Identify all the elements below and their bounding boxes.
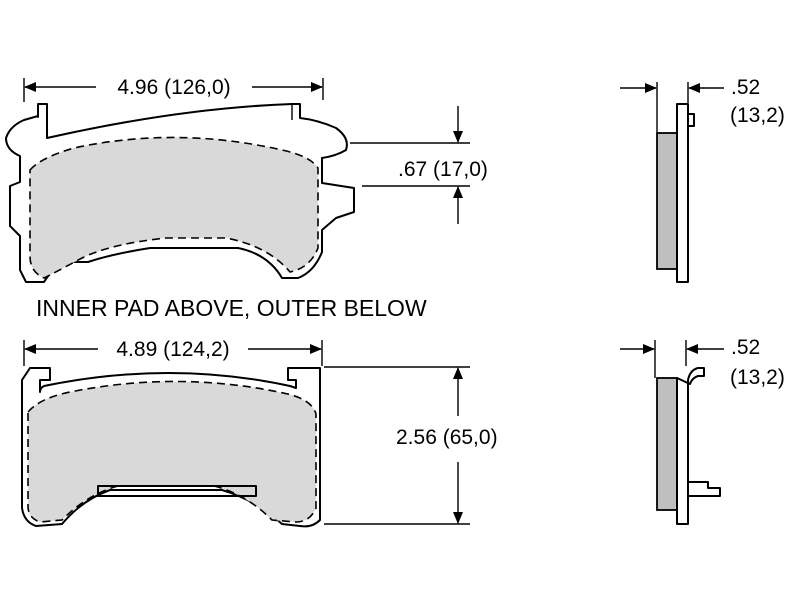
inner-side-tab bbox=[687, 113, 695, 127]
inner-side-friction bbox=[656, 132, 678, 270]
inner-pad-front-view bbox=[5, 103, 355, 283]
outer-pad-backing-plate bbox=[21, 367, 321, 528]
top-thickness-dimension: .67 (17,0) bbox=[350, 106, 488, 224]
bottom-width-dimension: 4.89 (124,2) bbox=[23, 338, 323, 366]
inner-pad-friction-material bbox=[29, 136, 319, 279]
bottom-width-label: 4.89 (124,2) bbox=[116, 338, 229, 361]
top-width-label: 4.96 (126,0) bbox=[117, 76, 230, 99]
outer-side-backing bbox=[676, 367, 705, 525]
outer-side-label-inch: .52 bbox=[731, 336, 760, 359]
bottom-height-dimension: 2.56 (65,0) bbox=[324, 366, 498, 525]
inner-side-backing bbox=[676, 103, 689, 283]
outer-side-friction bbox=[656, 377, 678, 511]
outer-pad-friction-material bbox=[27, 380, 317, 523]
inner-pad-side-view: .52 (13,2) bbox=[620, 76, 785, 283]
top-width-dimension: 4.96 (126,0) bbox=[23, 76, 324, 102]
outer-side-label-mm: (13,2) bbox=[730, 366, 785, 389]
pad-caption: INNER PAD ABOVE, OUTER BELOW bbox=[36, 295, 427, 321]
inner-side-label-mm: (13,2) bbox=[730, 104, 785, 127]
outer-side-clip bbox=[688, 481, 721, 497]
inner-side-label-inch: .52 bbox=[731, 76, 760, 99]
outer-pad-side-view: .52 (13,2) bbox=[620, 336, 785, 525]
top-thickness-label: .67 (17,0) bbox=[398, 158, 488, 181]
bottom-height-label: 2.56 (65,0) bbox=[396, 426, 498, 449]
outer-pad-front-view bbox=[21, 367, 321, 528]
inner-pad-backing-plate bbox=[5, 103, 355, 283]
outer-pad-center-slot bbox=[97, 485, 257, 497]
